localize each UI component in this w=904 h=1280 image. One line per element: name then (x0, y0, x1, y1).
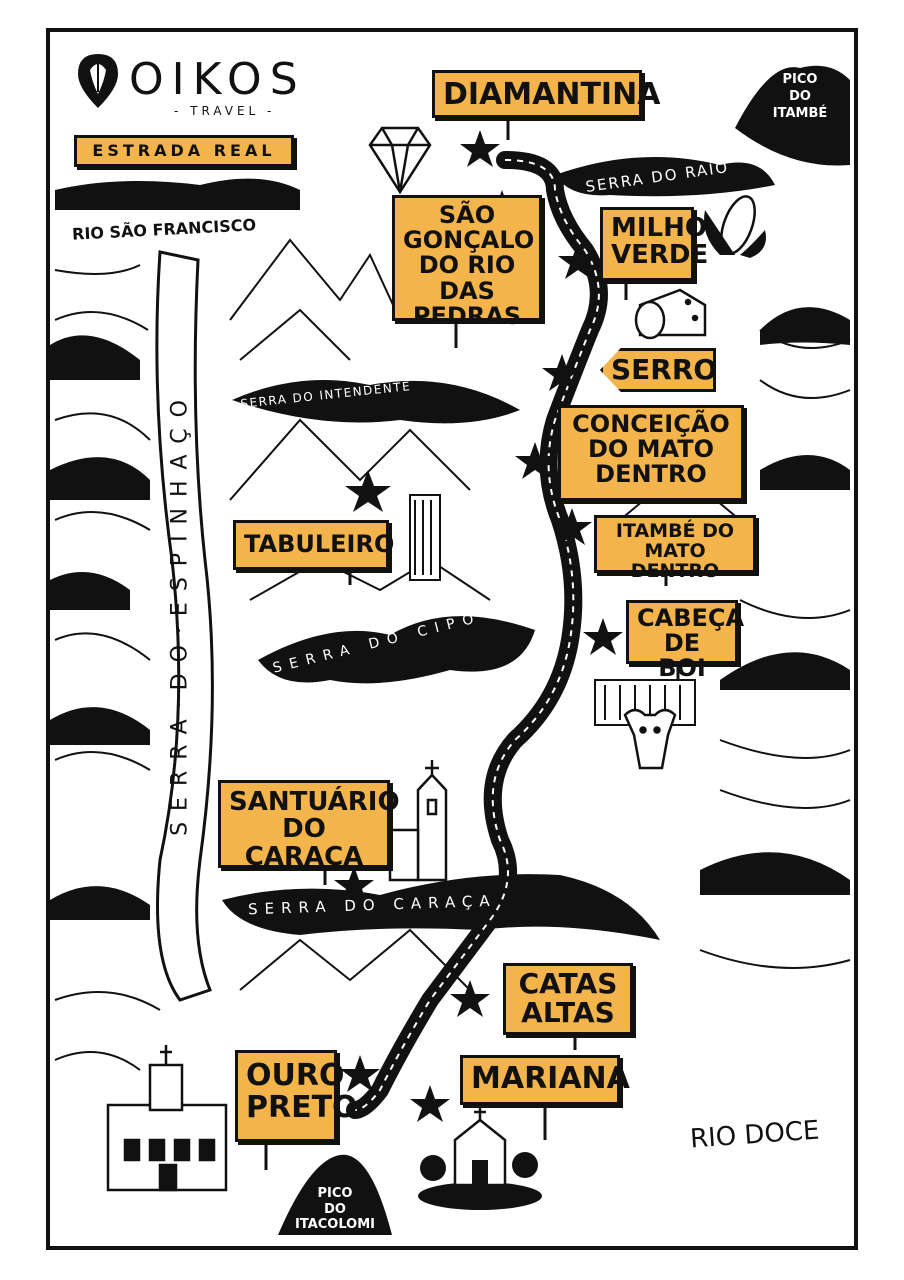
sign-sao-goncalo: SÃO GONÇALO DO RIO DAS PEDRAS (392, 195, 542, 328)
sign-line: MATO DENTRO (630, 539, 720, 582)
serra-do-intendente-range (232, 380, 520, 424)
sign-line: DO RIO DAS (418, 251, 516, 305)
serra-do-espinhaco-ribbon (155, 250, 214, 1002)
serra-do-raio-range (555, 157, 775, 197)
cheese-icon (634, 288, 707, 340)
diamond-icon (368, 126, 432, 195)
label-pico-do-itacolomi: PICO DO ITACOLOMI (285, 1186, 385, 1233)
sign-line: OURO (246, 1058, 345, 1093)
sign-line: PEDRAS (412, 301, 522, 330)
brand-logo: OIKOS - TRAVEL - (74, 52, 364, 122)
sign-line: CABEÇA (637, 604, 745, 632)
star-icon (334, 866, 374, 903)
ouro-preto-church-icon (106, 1045, 228, 1192)
label-line: DO (324, 1201, 346, 1217)
label-line: PICO (317, 1186, 353, 1201)
sign-line: PRETO (246, 1089, 358, 1125)
sign-tabuleiro: TABULEIRO (233, 520, 394, 570)
sign-line: CATAS (518, 967, 618, 1000)
star-icon (552, 508, 592, 545)
star-icon (345, 470, 391, 512)
sign-conceicao: CONCEIÇÃO DO MATO DENTRO (558, 405, 744, 501)
sign-cabeca-de-boi: CABEÇA DE BOI (626, 600, 745, 681)
sign-milho-verde: MILHO VERDE (600, 207, 709, 281)
estrada-real-title: ESTRADA REAL (74, 135, 294, 167)
map-pin-logo-icon (78, 54, 118, 108)
rio-sao-francisco-lines (54, 264, 161, 1071)
label-line: ITACOLOMI (295, 1217, 375, 1233)
sign-line: ALTAS (521, 996, 615, 1030)
sign-itambe: ITAMBÉ DO MATO DENTRO (594, 515, 756, 581)
mariana-church-icon (418, 1105, 542, 1210)
label-line: ITAMBÉ (772, 105, 828, 121)
sign-posts (264, 120, 680, 1170)
sign-mariana: MARIANA (460, 1055, 630, 1105)
sign-line: DENTRO (595, 460, 707, 489)
star-icon (340, 1055, 380, 1092)
sign-serro: SERRO (600, 348, 716, 392)
sign-line: VERDE (611, 240, 709, 271)
serra-do-cipo-range (258, 616, 535, 684)
star-icon (558, 242, 598, 279)
sign-line: ITAMBÉ DO (615, 520, 735, 542)
sign-catas-altas: CATAS ALTAS (503, 963, 633, 1035)
serra-do-caraca-range (222, 874, 660, 940)
label-line: PICO (782, 72, 818, 87)
brand-name: OIKOS (129, 54, 306, 105)
top-left-range (55, 178, 300, 210)
cow-icon (623, 708, 677, 770)
sign-santuario: SANTUÁRIO DO CARAÇA (218, 780, 400, 872)
star-icon (515, 442, 555, 479)
sign-line: DO CARAÇA (244, 814, 364, 872)
corn-icon (704, 195, 766, 258)
church-icon (388, 760, 448, 882)
sign-line: GONÇALO (403, 226, 535, 255)
left-black-hills (50, 335, 150, 920)
star-icon (460, 130, 500, 167)
pico-do-itambe-peak (735, 65, 850, 166)
star-icon (450, 980, 490, 1017)
sign-line: CONCEIÇÃO (572, 410, 730, 438)
label-line: DO (789, 88, 811, 104)
sign-ouro-preto: OURO PRETO (235, 1050, 358, 1142)
star-icon (410, 1085, 450, 1122)
sign-line: DE BOI (658, 629, 706, 683)
sign-line: DO MATO (587, 435, 715, 464)
label-serra-do-espinhaco: SERRA·DO·ESPINHAÇO (167, 389, 193, 836)
sign-line: SÃO (438, 201, 496, 229)
sign-diamantina: DIAMANTINA (432, 70, 660, 118)
right-black-hills (700, 307, 850, 895)
star-icon (583, 618, 623, 655)
pico-do-itacolomi-peak (278, 1154, 392, 1235)
sign-line: MILHO (611, 213, 707, 243)
star-icon (542, 354, 582, 391)
sign-line: SANTUÁRIO (229, 787, 400, 817)
brand-tagline: - TRAVEL - (174, 104, 276, 118)
label-pico-do-itambe: PICO DO ITAMBÉ (770, 72, 830, 123)
